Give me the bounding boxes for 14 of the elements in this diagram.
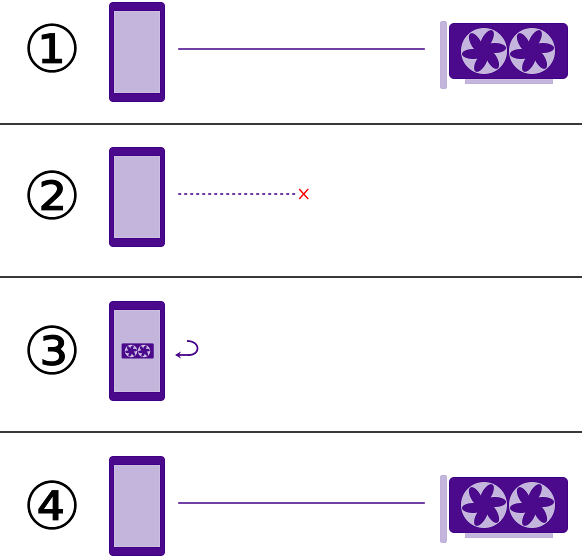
step-number: ③ (27, 325, 77, 375)
phone-drawing (109, 2, 165, 102)
connector-line (178, 48, 425, 50)
graphics-card-drawing (440, 21, 568, 89)
step-number: ④ (27, 480, 77, 530)
graphics-card-drawing (440, 475, 568, 543)
connector-line (178, 502, 425, 504)
phone-drawing (109, 456, 165, 556)
phone-drawing (109, 147, 165, 247)
graphics-card-drawing (119, 342, 154, 362)
phone-drawing (109, 301, 165, 401)
step-number: ① (27, 23, 77, 73)
connector-line (178, 193, 298, 195)
step-number: ② (27, 170, 77, 220)
